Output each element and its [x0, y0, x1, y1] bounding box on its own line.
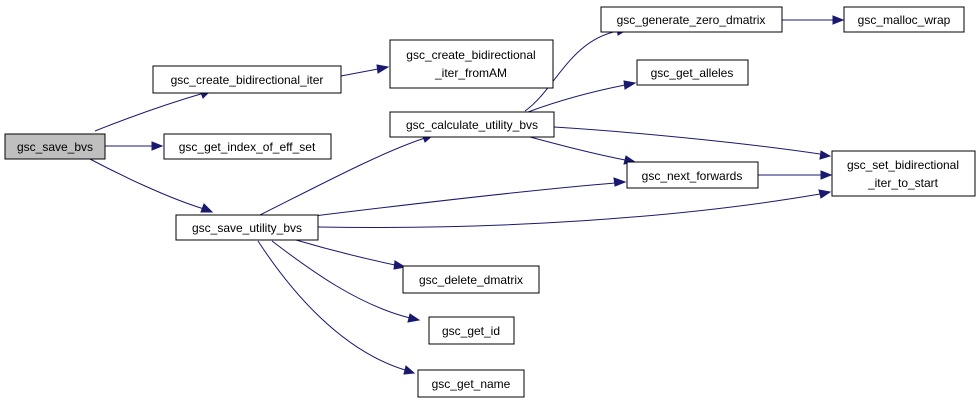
edge-save-utility-to-next-forwards — [313, 177, 627, 217]
node-label: gsc_save_utility_bvs — [192, 221, 302, 235]
edge-save-bvs-to-create-iter — [94, 89, 212, 132]
node-gsc-get-name[interactable]: gsc_get_name — [417, 369, 525, 398]
edge-save-utility-to-get-name — [257, 240, 416, 375]
edge-next-forwards-to-set-start — [757, 170, 833, 180]
node-label: gsc_save_bvs — [17, 140, 93, 154]
node-gsc-save-bvs[interactable]: gsc_save_bvs — [4, 133, 106, 160]
node-label: gsc_get_alleles — [651, 66, 734, 80]
node-gsc-set-bidirectional-iter-to-start[interactable]: gsc_set_bidirectional _iter_to_start — [831, 150, 976, 197]
node-gsc-calculate-utility-bvs[interactable]: gsc_calculate_utility_bvs — [389, 111, 555, 138]
edge-save-bvs-to-get-index — [105, 141, 164, 151]
node-label: gsc_create_bidirectional_iter — [171, 73, 324, 87]
node-label: gsc_generate_zero_dmatrix — [617, 13, 766, 27]
node-label: gsc_malloc_wrap — [858, 13, 951, 27]
node-gsc-delete-dmatrix[interactable]: gsc_delete_dmatrix — [402, 265, 540, 294]
node-gsc-generate-zero-dmatrix[interactable]: gsc_generate_zero_dmatrix — [600, 6, 783, 33]
node-label: gsc_next_forwards — [642, 169, 743, 183]
node-label-line2: _iter_fromAM — [434, 66, 507, 80]
node-gsc-get-id[interactable]: gsc_get_id — [428, 316, 515, 345]
node-gsc-get-index-of-eff-set[interactable]: gsc_get_index_of_eff_set — [163, 133, 332, 160]
node-label: gsc_get_name — [432, 377, 511, 391]
node-gsc-create-bidirectional-iter[interactable]: gsc_create_bidirectional_iter — [152, 65, 342, 94]
node-label: gsc_get_index_of_eff_set — [179, 140, 316, 154]
node-gsc-create-bidirectional-iter-fromam[interactable]: gsc_create_bidirectional _iter_fromAM — [389, 39, 554, 89]
edge-calc-utility-to-set-start — [553, 126, 832, 160]
edge-save-utility-to-get-id — [271, 240, 421, 323]
node-gsc-next-forwards[interactable]: gsc_next_forwards — [626, 161, 759, 189]
edge-save-bvs-to-save-utility — [87, 157, 214, 213]
node-label: gsc_delete_dmatrix — [419, 273, 523, 287]
node-label-line1: gsc_set_bidirectional — [847, 158, 959, 172]
edge-calc-utility-to-next-forwards — [529, 136, 637, 165]
node-gsc-save-utility-bvs[interactable]: gsc_save_utility_bvs — [175, 214, 319, 241]
node-gsc-malloc-wrap[interactable]: gsc_malloc_wrap — [843, 6, 965, 33]
node-gsc-get-alleles[interactable]: gsc_get_alleles — [636, 59, 749, 86]
edge-calc-utility-to-get-alleles — [527, 80, 637, 113]
node-label-line2: _iter_to_start — [867, 176, 939, 190]
edge-create-iter-to-create-iter-am — [340, 64, 390, 77]
node-label: gsc_calculate_utility_bvs — [406, 118, 538, 132]
node-label-line1: gsc_create_bidirectional — [406, 48, 535, 62]
edge-save-utility-to-set-start — [317, 189, 832, 228]
edge-generate-zero-to-malloc-wrap — [782, 15, 845, 25]
edge-save-utility-to-delete-dmatrix — [295, 239, 407, 270]
node-label: gsc_get_id — [442, 324, 500, 338]
